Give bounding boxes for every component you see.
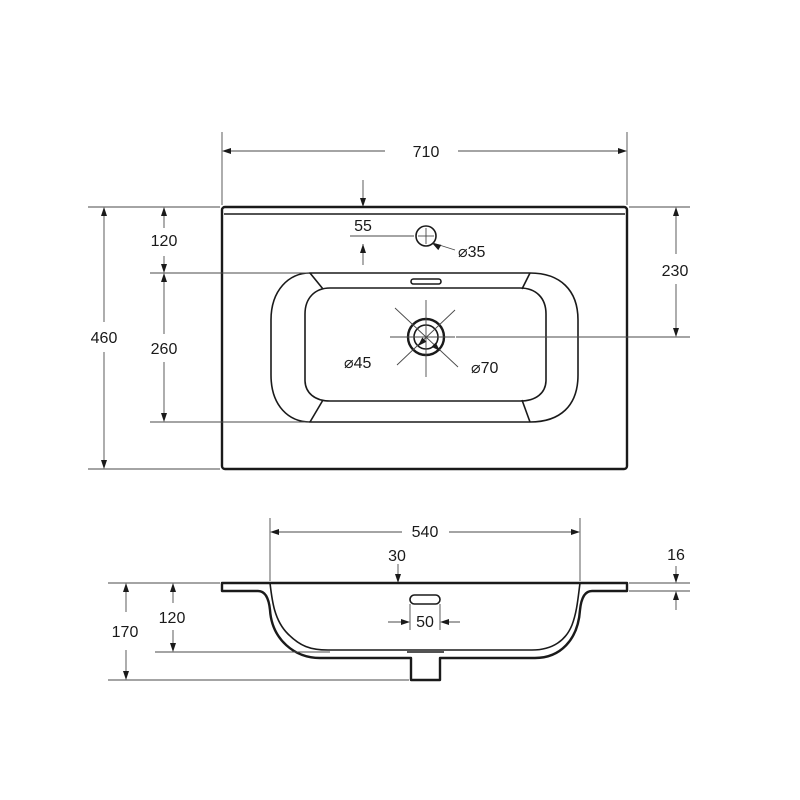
plan-view: 710 460 120 260 55 ⌀35 — [88, 132, 690, 471]
dim-plan-width: 710 — [413, 144, 440, 161]
bowl-corner-line — [309, 399, 324, 423]
dim-total-height: 170 — [112, 624, 139, 641]
bowl-corner-line — [309, 272, 324, 290]
dim-drain-outer-diameter: ⌀70 — [471, 360, 499, 377]
dim-front-to-drain: 230 — [662, 263, 689, 280]
dim-tap-setback: 120 — [151, 233, 178, 250]
bowl-inner — [304, 287, 547, 402]
section-view: 540 30 16 50 120 170 — [108, 518, 690, 682]
tap-hole — [415, 225, 437, 247]
overflow-slot — [410, 278, 442, 285]
basin-outline — [220, 205, 629, 471]
dim-tap-offset: 55 — [354, 218, 372, 235]
bowl-corner-line — [521, 272, 531, 290]
bowl-corner-line — [521, 399, 531, 423]
dim-overflow-depth: 30 — [388, 548, 406, 565]
dim-plan-depth: 460 — [91, 330, 118, 347]
section-outline-inner — [269, 582, 581, 651]
section-outline-outer — [220, 581, 629, 682]
bowl-outer — [270, 272, 579, 423]
dim-bowl-depth: 120 — [159, 610, 186, 627]
dim-drain-inner-diameter: ⌀45 — [344, 355, 372, 372]
dim-bowl-length: 260 — [151, 341, 178, 358]
dim-rim-thickness: 16 — [667, 547, 685, 564]
overflow-hole — [409, 594, 441, 605]
dim-overflow-width: 50 — [416, 614, 434, 631]
dim-tap-diameter: ⌀35 — [458, 244, 486, 261]
dim-bowl-width: 540 — [412, 524, 439, 541]
